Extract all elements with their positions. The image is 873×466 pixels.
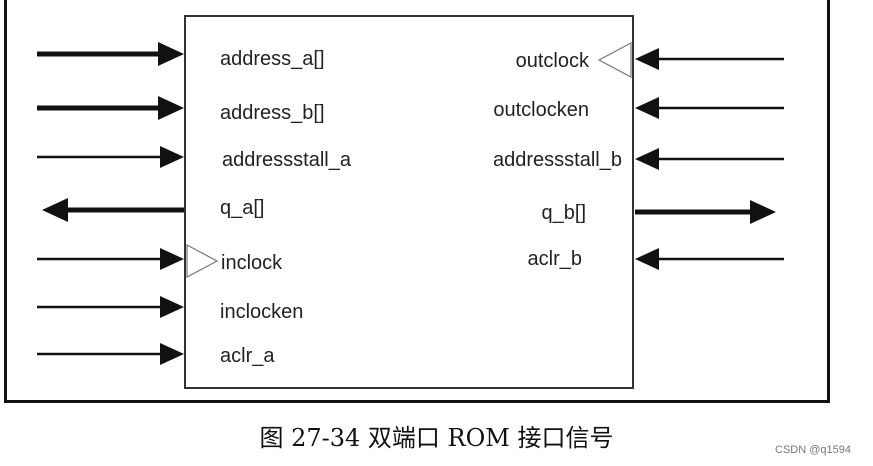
arrow-head	[635, 97, 659, 119]
arrow-head	[160, 296, 184, 318]
arrow-head	[635, 248, 659, 270]
pin-label-outclocken: outclocken	[493, 99, 589, 121]
pin-label-addressstall-b: addressstall_b	[493, 149, 622, 171]
pin-label-q-b: q_b[]	[542, 202, 586, 224]
pin-label-address-b: address_b[]	[220, 102, 325, 124]
arrow-head	[158, 96, 184, 120]
pin-aclr-a: aclr_a	[37, 343, 275, 367]
arrow-head	[635, 48, 659, 70]
rom-port-diagram: address_a[] address_b[] addressstall_a q…	[37, 15, 784, 389]
rom-block	[184, 15, 634, 389]
pin-outclocken: outclocken	[493, 97, 784, 121]
arrow-head	[635, 148, 659, 170]
pin-label-aclr-a: aclr_a	[220, 345, 275, 367]
outclock-clock-symbol	[597, 42, 632, 78]
pin-q-a: q_a[]	[42, 197, 264, 222]
figure-frame	[4, 0, 830, 403]
pin-address-a: address_a[]	[37, 42, 325, 70]
watermark: CSDN @q1594	[775, 444, 851, 456]
pin-inclock: inclock	[37, 248, 283, 274]
pin-label-outclock: outclock	[516, 50, 590, 72]
arrow-head	[160, 146, 184, 168]
figure-caption: 图 27-34 双端口 ROM 接口信号	[259, 424, 614, 452]
pin-addressstall-a: addressstall_a	[37, 146, 352, 171]
pin-label-addressstall-a: addressstall_a	[222, 149, 352, 171]
pin-label-q-a: q_a[]	[220, 197, 264, 219]
pin-q-b: q_b[]	[542, 200, 776, 224]
pin-aclr-b: aclr_b	[528, 248, 784, 270]
pin-addressstall-b: addressstall_b	[493, 148, 784, 171]
arrow-head	[750, 200, 776, 224]
pin-label-inclock: inclock	[221, 252, 283, 274]
arrow-head	[160, 343, 184, 365]
right-pin-group: outclock outclocken addressstall_b q_b[]…	[493, 48, 784, 270]
pin-label-aclr-b: aclr_b	[528, 248, 582, 270]
pin-inclocken: inclocken	[37, 296, 303, 323]
arrow-head	[42, 198, 68, 222]
arrow-head	[158, 42, 184, 66]
left-pin-group: address_a[] address_b[] addressstall_a q…	[37, 42, 352, 367]
inclock-clock-symbol	[186, 244, 219, 278]
pin-address-b: address_b[]	[37, 96, 325, 124]
pin-outclock: outclock	[516, 48, 784, 72]
arrow-head	[160, 248, 184, 270]
pin-label-inclocken: inclocken	[220, 301, 303, 323]
pin-label-address-a: address_a[]	[220, 48, 325, 70]
